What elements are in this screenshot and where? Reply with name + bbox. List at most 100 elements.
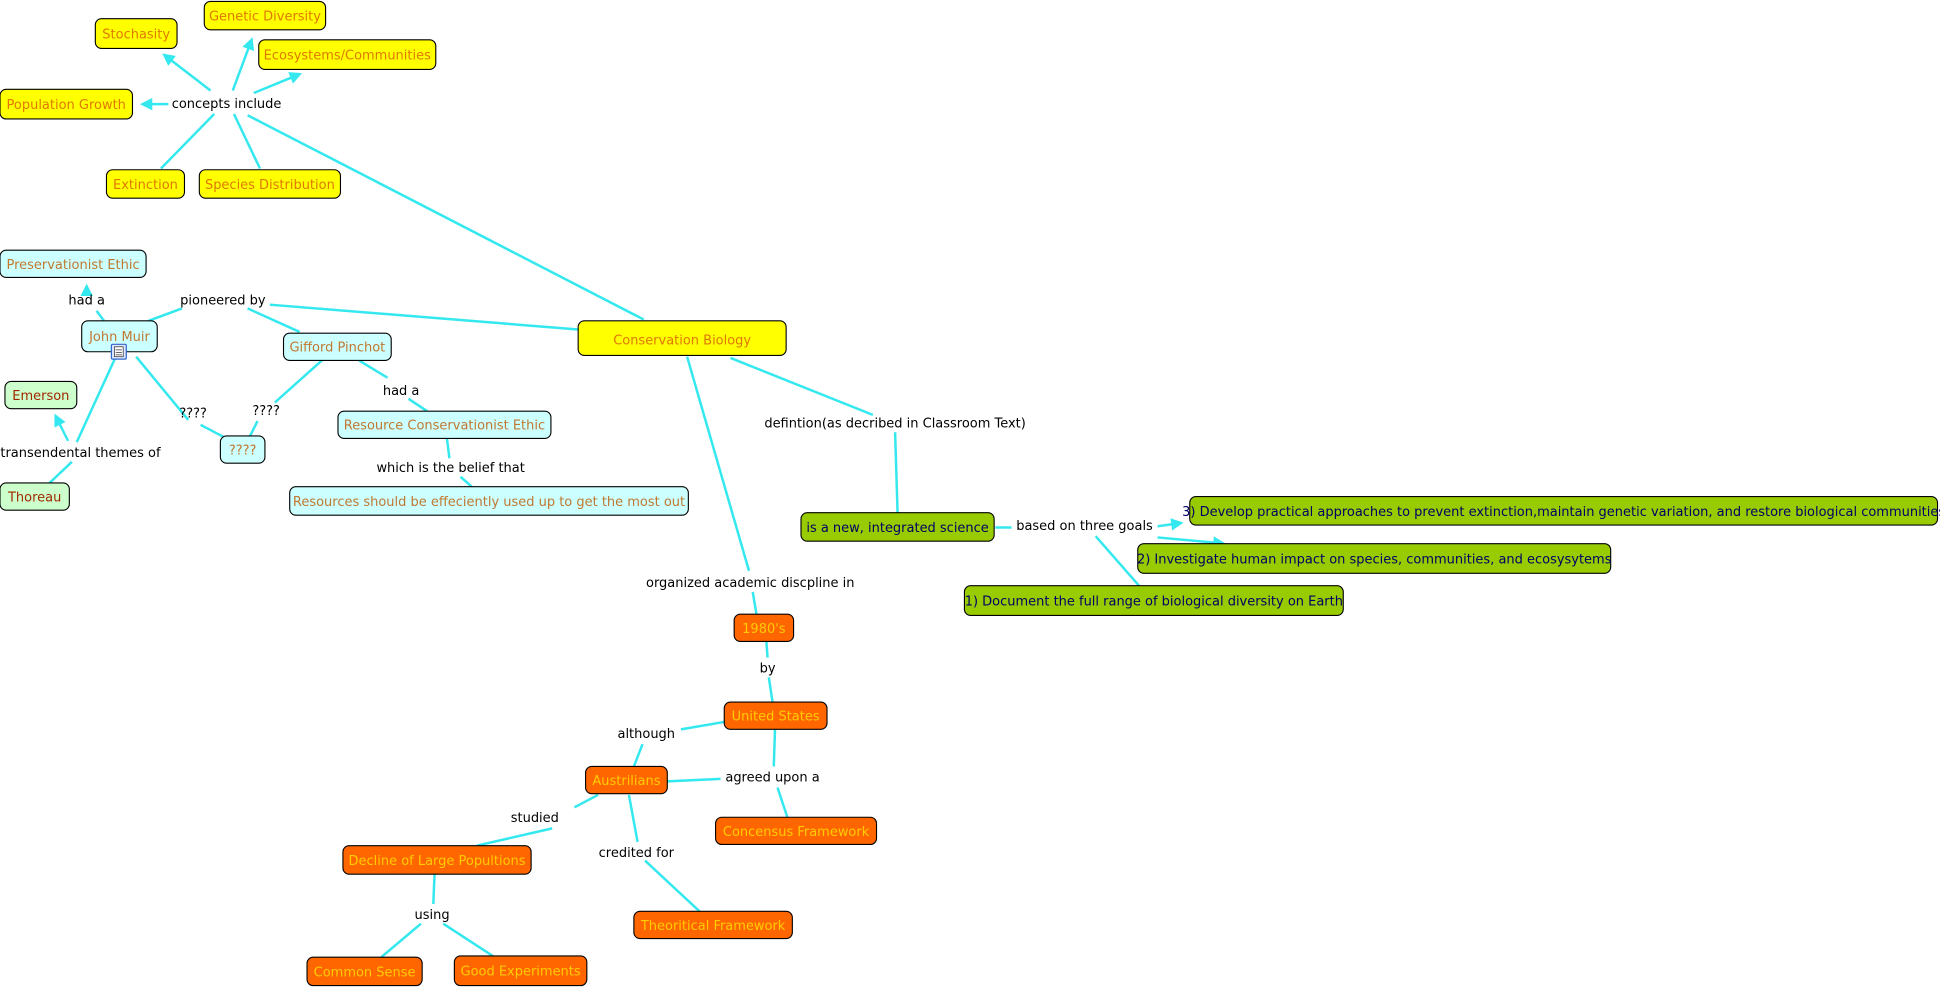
connection-line <box>247 114 645 321</box>
connection-line <box>148 307 183 322</box>
concept-box[interactable] <box>723 701 828 730</box>
concept-box[interactable] <box>258 39 437 71</box>
concept-concensus-framework[interactable]: Concensus Framework <box>715 816 878 846</box>
concept-box[interactable] <box>453 955 588 987</box>
concept-preservationist-ethic[interactable]: Preservationist Ethic <box>0 249 147 279</box>
concept-unknown[interactable]: ???? <box>219 435 266 464</box>
concept-austrilians[interactable]: Austrilians <box>585 765 668 795</box>
concept-box[interactable] <box>203 0 327 31</box>
linking-phrase[interactable]: ???? <box>252 404 280 419</box>
concept-box[interactable] <box>337 410 552 439</box>
concept-species-distribution[interactable]: Species Distribution <box>198 169 342 199</box>
connection-line <box>95 310 105 322</box>
concept-box[interactable] <box>733 613 795 643</box>
connection-line <box>751 591 758 615</box>
concept-box[interactable] <box>577 320 787 357</box>
linking-phrase[interactable]: based on three goals <box>1016 519 1153 534</box>
concept-label: Thoreau <box>7 491 61 506</box>
concept-box[interactable] <box>1189 496 1939 526</box>
connection-line <box>432 874 436 904</box>
concept-common-sense[interactable]: Common Sense <box>306 956 423 987</box>
concept-box[interactable] <box>94 18 178 49</box>
arrowhead-icon <box>80 283 93 297</box>
linking-phrase[interactable]: studied <box>511 811 559 826</box>
concept-good-experiments[interactable]: Good Experiments <box>453 955 588 987</box>
concept-goal-3[interactable]: 3) Develop practical approaches to preve… <box>1182 496 1940 526</box>
concept-box[interactable] <box>4 380 78 410</box>
concept-goal-2[interactable]: 2) Investigate human impact on species, … <box>1137 543 1612 574</box>
concept-resources-belief[interactable]: Resources should be effeciently used up … <box>289 486 689 516</box>
concept-box[interactable] <box>715 816 878 846</box>
concept-box[interactable] <box>963 585 1344 617</box>
linking-phrase[interactable]: had a <box>383 384 420 399</box>
concept-label: Good Experiments <box>461 965 581 980</box>
concept-box[interactable] <box>219 435 266 464</box>
concept-label: Emerson <box>12 389 69 404</box>
concept-john-muir[interactable]: John Muir <box>81 320 158 353</box>
concept-label: 2) Investigate human impact on species, … <box>1137 552 1612 567</box>
concept-box[interactable] <box>0 482 70 511</box>
concept-label: Species Distribution <box>205 178 335 193</box>
document-icon[interactable] <box>110 343 127 360</box>
concept-box[interactable] <box>633 910 793 940</box>
concept-1980s[interactable]: 1980's <box>733 613 795 643</box>
concept-label: ???? <box>229 444 257 459</box>
linking-phrase[interactable]: ???? <box>179 406 207 421</box>
linking-phrase[interactable]: which is the belief that <box>376 461 524 476</box>
concept-box[interactable] <box>198 169 342 199</box>
arrowhead-icon <box>162 53 176 66</box>
concept-box[interactable] <box>105 169 186 199</box>
concept-box[interactable] <box>342 845 532 875</box>
linking-phrase[interactable]: defintion(as decribed in Classroom Text) <box>764 416 1026 431</box>
concept-resource-conservationist-ethic[interactable]: Resource Conservationist Ethic <box>337 410 552 439</box>
concept-box[interactable] <box>0 249 147 279</box>
concept-label: John Muir <box>88 330 150 345</box>
linking-phrase[interactable]: credited for <box>599 846 675 861</box>
connection-line <box>169 58 212 92</box>
concept-box[interactable] <box>289 486 689 516</box>
concept-box[interactable] <box>306 956 423 987</box>
concept-conservation-biology[interactable]: Conservation Biology <box>577 320 787 357</box>
concept-label: Resource Conservationist Ethic <box>344 419 545 434</box>
concept-box[interactable] <box>1137 543 1612 574</box>
concept-box[interactable] <box>282 332 392 361</box>
concept-thoreau[interactable]: Thoreau <box>0 482 70 511</box>
concept-label: Common Sense <box>314 965 416 980</box>
connection-line <box>632 743 644 767</box>
linking-phrase[interactable]: transendental themes of <box>0 446 161 461</box>
concept-united-states[interactable]: United States <box>723 701 828 730</box>
concept-integrated-science[interactable]: is a new, integrated science <box>800 512 995 542</box>
concept-box[interactable] <box>0 88 134 120</box>
linking-phrase[interactable]: agreed upon a <box>725 770 819 785</box>
linking-phrase[interactable]: using <box>415 908 450 923</box>
connection-line <box>459 475 473 488</box>
linking-phrase[interactable]: had a <box>68 294 105 309</box>
concept-goal-1[interactable]: 1) Document the full range of biological… <box>963 585 1344 617</box>
concept-theoritical-framework[interactable]: Theoritical Framework <box>633 910 793 940</box>
concept-label: Theoritical Framework <box>640 919 786 934</box>
concept-label: Extinction <box>113 178 178 193</box>
concept-population-growth[interactable]: Population Growth <box>0 88 134 120</box>
linking-phrase[interactable]: by <box>760 661 776 676</box>
concept-label: Conservation Biology <box>613 333 751 348</box>
concept-gifford-pinchot[interactable]: Gifford Pinchot <box>282 332 392 361</box>
concept-stochasity[interactable]: Stochasity <box>94 18 178 49</box>
connection-line <box>407 397 428 413</box>
concept-label: 1980's <box>742 622 786 637</box>
concept-extinction[interactable]: Extinction <box>105 169 186 199</box>
concept-decline[interactable]: Decline of Large Popultions <box>342 845 532 875</box>
connection-line <box>253 75 294 95</box>
connection-line <box>274 359 323 404</box>
concept-emerson[interactable]: Emerson <box>4 380 78 410</box>
linking-phrase[interactable]: pioneered by <box>180 294 266 309</box>
concept-box[interactable] <box>585 765 668 795</box>
linking-phrase[interactable]: concepts include <box>172 97 282 112</box>
concept-label: Concensus Framework <box>723 825 870 840</box>
concept-genetic-diversity[interactable]: Genetic Diversity <box>203 0 327 31</box>
concept-ecosystems[interactable]: Ecosystems/Communities <box>258 39 437 71</box>
linking-phrase[interactable]: organized academic discpline in <box>646 576 854 591</box>
concept-box[interactable] <box>800 512 995 542</box>
linking-phrase[interactable]: although <box>617 727 675 742</box>
concept-label: Gifford Pinchot <box>289 341 385 356</box>
